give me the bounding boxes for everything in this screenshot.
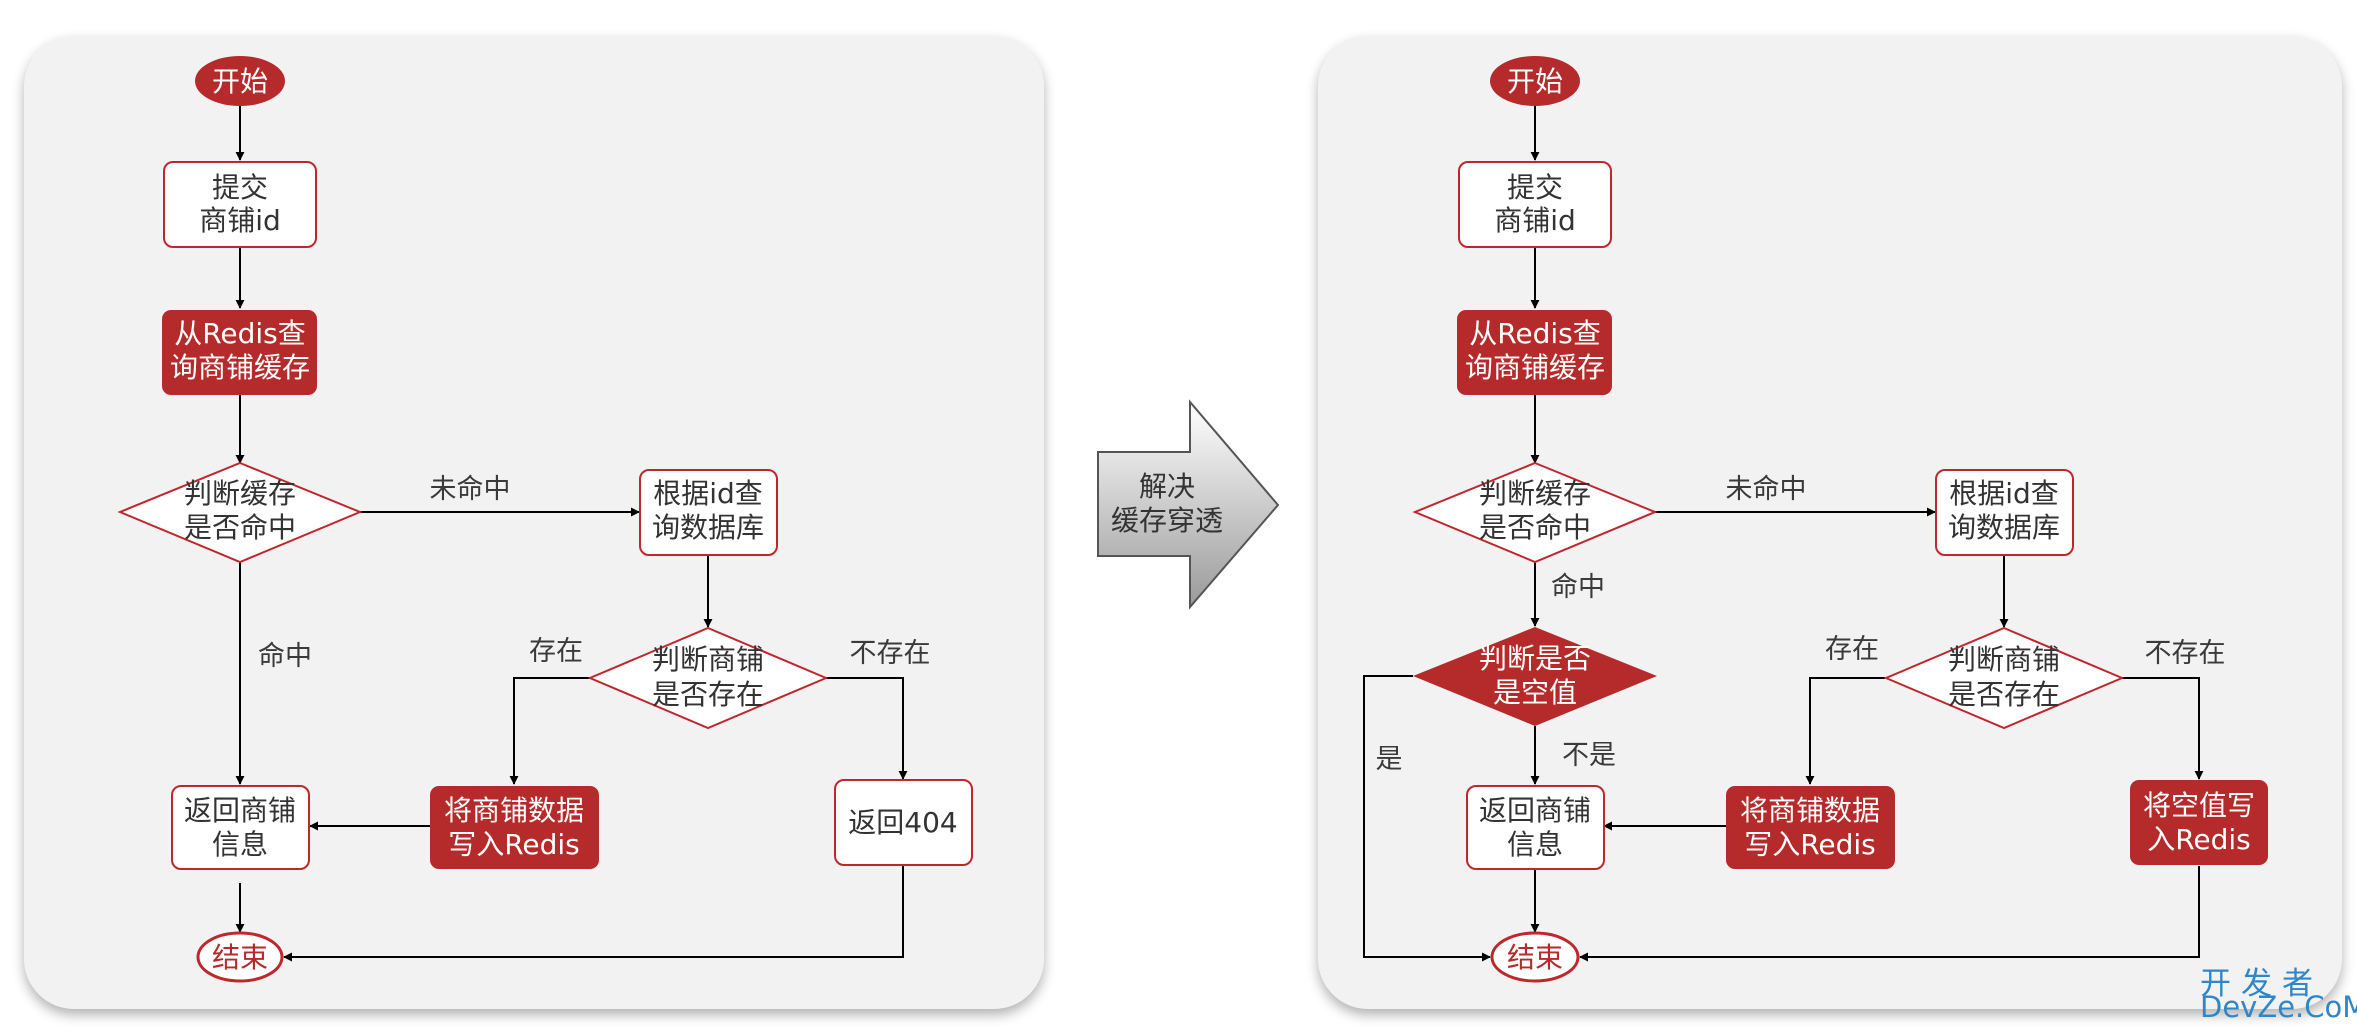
r-query-redis-line2: 询商铺缓存 xyxy=(1465,351,1605,384)
query-db-line2: 询数据库 xyxy=(652,511,764,544)
r-check-null-line2: 是空值 xyxy=(1493,676,1577,709)
r-exists-label: 存在 xyxy=(1825,634,1879,665)
r-write-null-node xyxy=(2130,780,2268,865)
submit-node xyxy=(163,161,317,248)
check-shop-decision xyxy=(587,626,829,730)
watermark-line2: DevZe.CoM xyxy=(2200,990,2357,1024)
r-yes-label: 是 xyxy=(1376,744,1403,775)
r-start-node xyxy=(1490,56,1580,106)
r-query-db-line1: 根据id查 xyxy=(1949,477,2059,510)
r-submit-line2: 商铺id xyxy=(1494,204,1576,237)
start-label: 开始 xyxy=(212,65,268,98)
r-submit-line1: 提交 xyxy=(1507,171,1563,204)
r-write-redis-line1: 将商铺数据 xyxy=(1740,794,1880,827)
r-query-db-line2: 询数据库 xyxy=(1948,511,2060,544)
r-check-shop-decision xyxy=(1883,626,2125,730)
start-node xyxy=(195,56,285,106)
r-write-redis-node xyxy=(1726,786,1895,869)
r-query-redis-node xyxy=(1457,310,1612,395)
return-404-label: 返回404 xyxy=(848,806,957,839)
return-shop-line2: 信息 xyxy=(212,828,268,861)
r-return-shop-line2: 信息 xyxy=(1507,828,1563,861)
r-submit-node xyxy=(1458,161,1612,248)
r-check-cache-line2: 是否命中 xyxy=(1479,511,1591,544)
watermark-line1: 开发者 xyxy=(2200,966,2323,1002)
big-arrow-shape xyxy=(1097,399,1280,610)
r-check-cache-line1: 判断缓存 xyxy=(1479,477,1591,510)
arrow-label-line1: 解决 xyxy=(1139,470,1195,503)
miss-label: 未命中 xyxy=(430,474,511,505)
return-404-node xyxy=(834,779,973,866)
submit-label-line1: 提交 xyxy=(212,171,268,204)
end-node xyxy=(196,931,284,983)
r-miss-label: 未命中 xyxy=(1726,474,1807,505)
r-not-exists-label: 不存在 xyxy=(2145,638,2226,669)
r-end-label: 结束 xyxy=(1507,941,1563,974)
query-db-node xyxy=(639,469,778,556)
r-edge-is-null xyxy=(1363,675,1491,962)
check-shop-line1: 判断商铺 xyxy=(652,643,764,676)
r-write-null-line1: 将空值写 xyxy=(2143,789,2255,822)
query-redis-line2: 询商铺缓存 xyxy=(170,351,310,384)
left-flowchart: 开始 提交 商铺id 从Redis查 询商铺缓存 判断缓存 是否命中 未命中 根… xyxy=(117,56,973,983)
r-hit-label: 命中 xyxy=(1551,572,1605,603)
r-start-label: 开始 xyxy=(1507,65,1563,98)
query-redis-node xyxy=(162,310,317,395)
hit-label: 命中 xyxy=(258,641,312,672)
r-return-shop-node xyxy=(1466,785,1605,870)
r-write-null-line2: 入Redis xyxy=(2147,823,2251,856)
edge-404-end xyxy=(283,866,904,962)
query-db-line1: 根据id查 xyxy=(653,477,763,510)
exists-label: 存在 xyxy=(529,636,583,667)
check-cache-decision xyxy=(117,461,363,564)
r-edge-exists xyxy=(1805,677,1885,785)
check-cache-line1: 判断缓存 xyxy=(184,477,296,510)
write-redis-line1: 将商铺数据 xyxy=(444,794,584,827)
check-shop-line2: 是否存在 xyxy=(652,678,764,711)
write-redis-line2: 写入Redis xyxy=(448,828,580,861)
r-check-null-line1: 判断是否 xyxy=(1479,642,1591,675)
r-return-shop-line1: 返回商铺 xyxy=(1479,794,1591,827)
arrow-label-line2: 缓存穿透 xyxy=(1111,504,1223,537)
edge-exists xyxy=(509,677,590,785)
write-redis-node xyxy=(430,786,599,869)
right-edges xyxy=(1363,105,2204,962)
return-shop-node xyxy=(171,785,310,870)
return-shop-line1: 返回商铺 xyxy=(184,794,296,827)
r-end-node xyxy=(1490,931,1580,983)
submit-label-line2: 商铺id xyxy=(199,204,281,237)
right-flowchart: 开始 提交 商铺id 从Redis查 询商铺缓存 判断缓存 是否命中 未命中 根… xyxy=(1363,56,2268,983)
end-label: 结束 xyxy=(212,941,268,974)
r-edge-not-exists xyxy=(2122,677,2204,780)
r-edge-writenull-end xyxy=(1579,866,2200,962)
not-exists-label: 不存在 xyxy=(850,638,931,669)
r-write-redis-line2: 写入Redis xyxy=(1744,828,1876,861)
r-check-shop-line1: 判断商铺 xyxy=(1948,643,2060,676)
query-redis-line1: 从Redis查 xyxy=(174,317,306,350)
solution-arrow: 解决 缓存穿透 xyxy=(1097,399,1280,610)
r-check-null-decision xyxy=(1413,627,1657,726)
r-check-shop-line2: 是否存在 xyxy=(1948,678,2060,711)
r-check-cache-decision xyxy=(1412,461,1658,564)
r-no-label: 不是 xyxy=(1562,740,1616,771)
r-query-db-node xyxy=(1935,469,2074,556)
r-query-redis-line1: 从Redis查 xyxy=(1469,317,1601,350)
check-cache-line2: 是否命中 xyxy=(184,511,296,544)
left-edges xyxy=(235,105,908,962)
edge-not-exists xyxy=(826,677,908,780)
